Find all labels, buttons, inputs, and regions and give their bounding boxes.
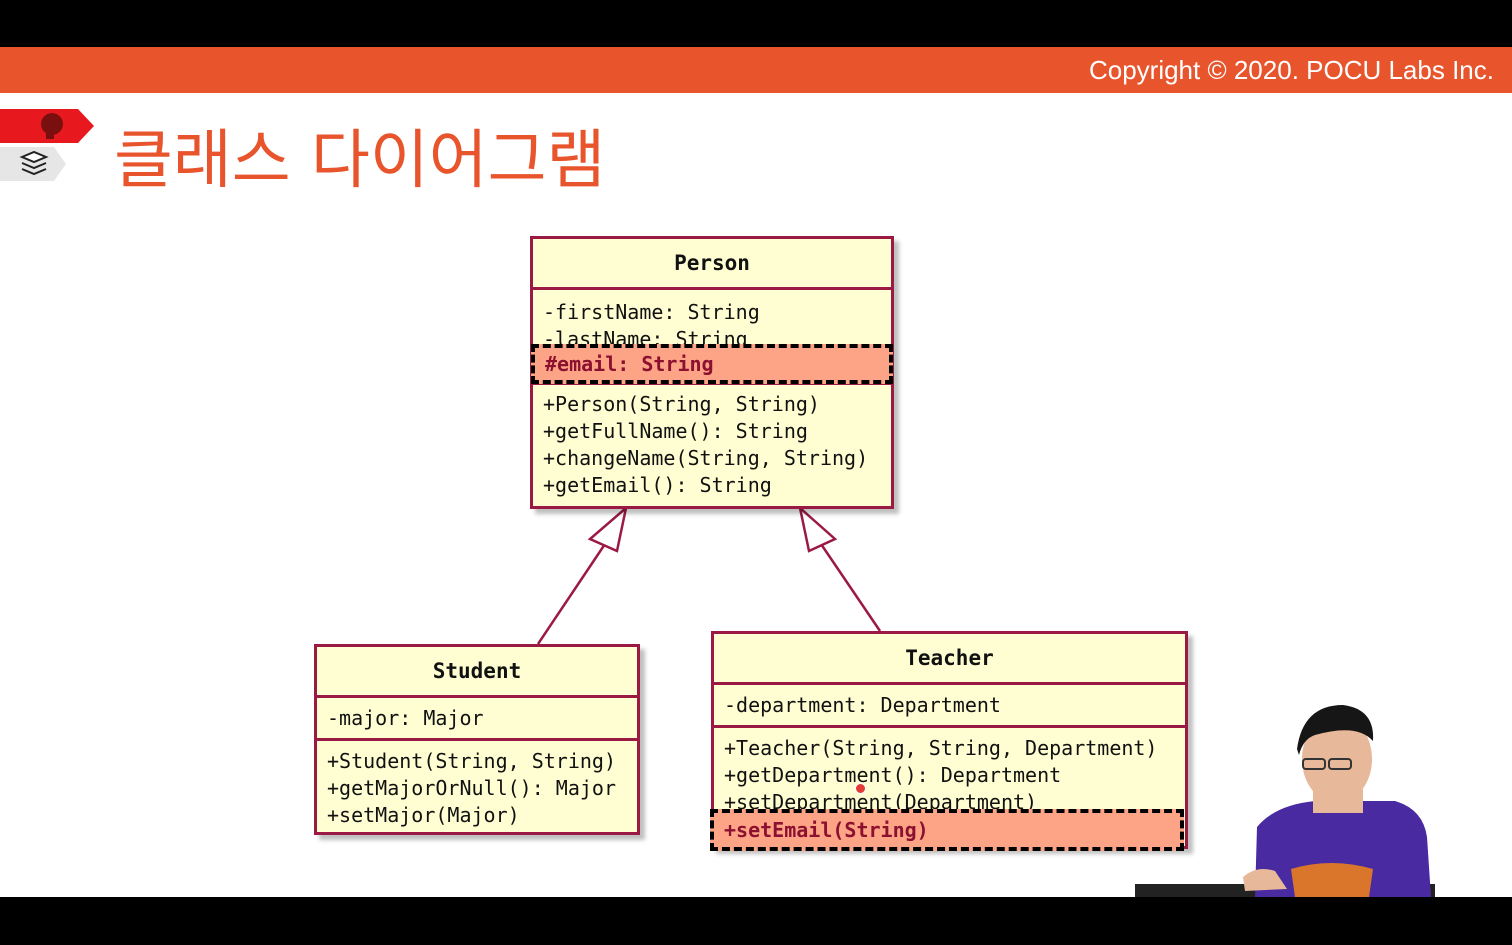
teacher-attributes: -department: Department <box>714 685 1185 728</box>
copyright-text: Copyright © 2020. POCU Labs Inc. <box>1088 55 1494 85</box>
letterbox-top <box>0 0 1512 47</box>
slide: Copyright © 2020. POCU Labs Inc. 클래스 다이어… <box>0 47 1512 897</box>
student-class-name: Student <box>317 647 637 698</box>
presenter-video <box>1135 705 1435 897</box>
teacher-method: +Teacher(String, String, Department) <box>724 736 1158 760</box>
teacher-attribute: -department: Department <box>724 693 1001 717</box>
person-attribute: -firstName: String <box>543 300 760 324</box>
person-class-name: Person <box>533 239 891 290</box>
inheritance-arrows <box>536 504 882 645</box>
email-attribute-highlight: #email: String <box>531 344 893 384</box>
books-icon <box>0 147 66 181</box>
student-method: +Student(String, String) <box>327 749 616 773</box>
student-methods: +Student(String, String) +getMajorOrNull… <box>317 741 637 835</box>
teacher-method: +getDepartment(): Department <box>724 763 1062 787</box>
student-attribute: -major: Major <box>327 706 484 730</box>
person-methods: +Person(String, String) +getFullName(): … <box>533 385 891 505</box>
teacher-class-name: Teacher <box>714 634 1185 685</box>
teacher-inheritance-arrowhead <box>798 504 838 553</box>
student-method: +getMajorOrNull(): Major <box>327 776 616 800</box>
person-method: +getFullName(): String <box>543 419 808 443</box>
student-attributes: -major: Major <box>317 698 637 741</box>
teacher-inheritance-line <box>819 543 882 632</box>
person-method: +Person(String, String) <box>543 392 820 416</box>
teacher-methods: +Teacher(String, String, Department) +ge… <box>714 728 1185 822</box>
brain-icon <box>0 109 94 143</box>
set-email-method-highlight: +setEmail(String) <box>710 809 1184 851</box>
student-inheritance-line <box>536 543 607 645</box>
student-method: +setMajor(Major) <box>327 803 520 827</box>
laser-pointer-dot <box>855 783 866 794</box>
person-method: +changeName(String, String) <box>543 446 869 470</box>
letterbox-bottom <box>0 897 1512 945</box>
header-bar: Copyright © 2020. POCU Labs Inc. <box>0 47 1512 93</box>
person-method: +getEmail(): String <box>543 473 772 497</box>
student-class-box: Student -major: Major +Student(String, S… <box>314 644 640 835</box>
student-inheritance-arrowhead <box>587 504 628 553</box>
page-title: 클래스 다이어그램 <box>114 124 606 198</box>
